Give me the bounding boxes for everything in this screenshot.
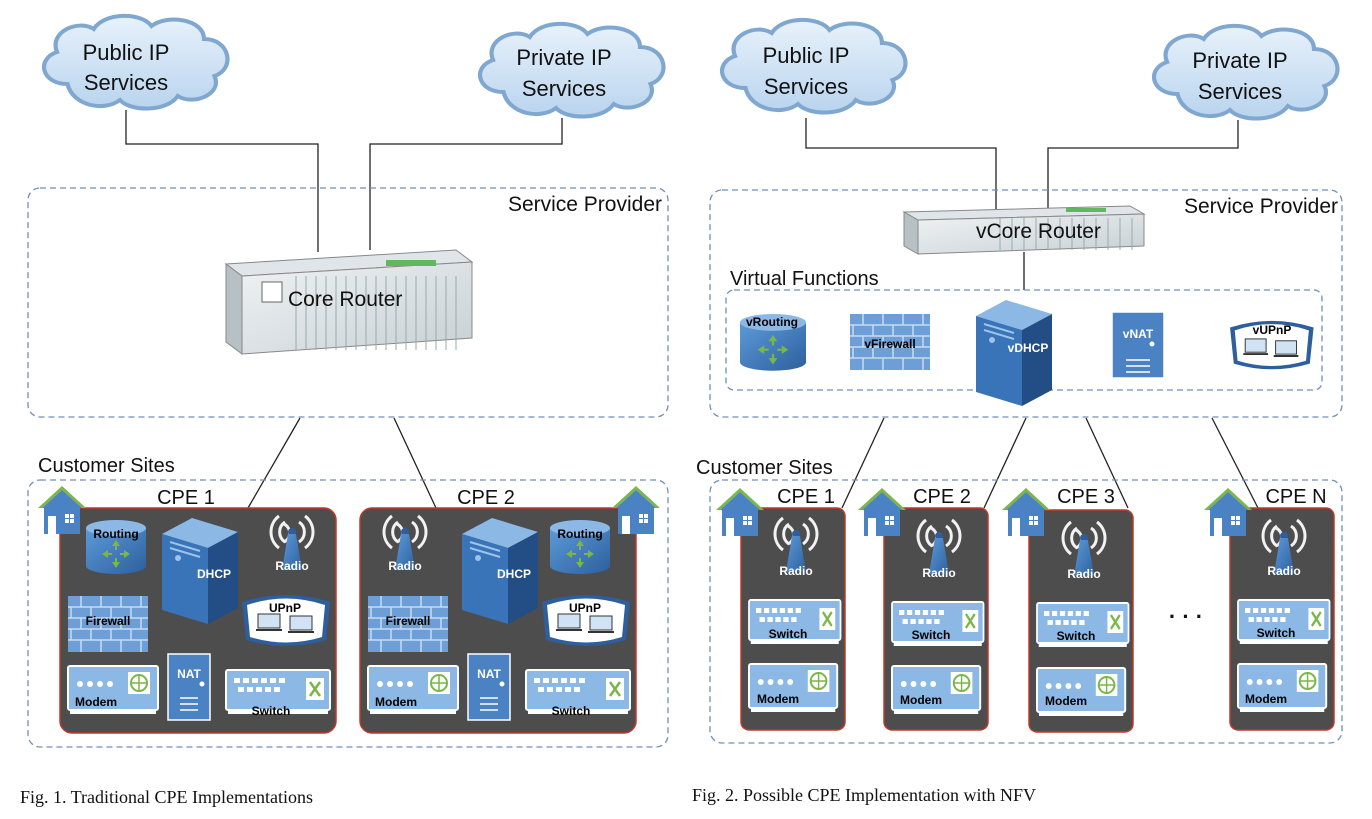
virtual-functions-label: Virtual Functions <box>730 268 879 290</box>
cpe1-uplink-line <box>841 417 885 509</box>
house-icon <box>716 488 764 536</box>
cpe-1-title: CPE 1 <box>777 486 835 508</box>
figure-2: Public IP Services Private IP Services S… <box>692 20 1343 805</box>
private-cloud-line2: Services <box>522 76 606 101</box>
virtual-functions-box <box>725 289 1323 391</box>
cpe2-switch-label: Switch <box>552 704 591 718</box>
nat-icon <box>167 653 211 721</box>
public-cloud-line2: Services <box>84 70 168 95</box>
cpe-3-switch-label: Switch <box>1057 629 1096 643</box>
cpe-3-radio-label: Radio <box>1067 567 1100 581</box>
cpe2-firewall-label: Firewall <box>386 614 431 628</box>
vdhcp-label: vDHCP <box>1008 341 1049 355</box>
cpe1-title: CPE 1 <box>157 487 215 509</box>
modem-icon <box>1036 667 1127 717</box>
cpe1-box: CPE 1 Routing DHCP Radio Firewall UPnP M… <box>38 486 337 734</box>
vcore-router-icon <box>902 205 1146 255</box>
figure-1: Public IP Services Private IP Services S… <box>20 16 669 807</box>
cpe-2-title: CPE 2 <box>913 486 971 508</box>
cpe-n-radio-label: Radio <box>1267 564 1300 578</box>
customer-sites-label: Customer Sites <box>696 457 833 479</box>
vrouting-label: vRouting <box>746 315 798 329</box>
house-icon <box>612 486 660 534</box>
private-cloud-line1: Private IP <box>1192 48 1287 73</box>
cpe2-radio-label: Radio <box>388 559 421 573</box>
cpe2-uplink-line <box>393 417 437 509</box>
cpen-uplink-line <box>1211 417 1259 509</box>
cpe1-dhcp-label: DHCP <box>197 567 231 581</box>
cpe1-nat-label: NAT <box>177 667 201 681</box>
cpe2-box: CPE 2 Radio DHCP Routing Firewall UPnP M… <box>359 486 660 734</box>
public-cloud-line2: Services <box>764 74 848 99</box>
cpe-1-modem-label: Modem <box>757 692 799 706</box>
private-cloud-line2: Services <box>1198 79 1282 104</box>
cpe-1-radio-label: Radio <box>779 564 812 578</box>
cpe1-uplink-line <box>247 417 301 509</box>
vfirewall-label: vFirewall <box>864 337 915 351</box>
cpe-2-modem-label: Modem <box>900 693 942 707</box>
cpe1-firewall-label: Firewall <box>86 614 131 628</box>
nat-icon <box>467 653 511 721</box>
cpe2-uplink-line <box>983 417 1027 509</box>
cpe-n-modem-label: Modem <box>1245 692 1287 706</box>
nat-icon <box>1111 311 1165 379</box>
service-provider-label: Service Provider <box>1184 195 1338 218</box>
cpe1-modem-label: Modem <box>75 695 117 709</box>
vcore-router-label: vCore Router <box>976 220 1101 243</box>
public-cloud-line1: Public IP <box>763 43 850 68</box>
cpe1-routing-label: Routing <box>93 527 138 541</box>
cloud-icon <box>480 24 663 117</box>
cpe2-modem-label: Modem <box>375 695 417 709</box>
cpe1-upnp-label: UPnP <box>269 601 301 615</box>
cpe-n-box: CPE N Radio Switch Modem <box>1204 486 1335 731</box>
cpe-1-box: CPE 1 Radio Switch Modem <box>716 486 846 731</box>
vnat-label: vNAT <box>1123 327 1154 341</box>
cpe2-routing-label: Routing <box>557 527 602 541</box>
cpe-3-modem-label: Modem <box>1045 694 1087 708</box>
house-icon <box>38 486 86 534</box>
private-link-line <box>1047 120 1239 208</box>
cpe3-uplink-line <box>1085 417 1129 509</box>
customer-sites-box <box>709 479 1343 744</box>
cpe2-nat-label: NAT <box>477 667 501 681</box>
service-provider-label: Service Provider <box>508 193 662 216</box>
public-link-line <box>805 118 997 210</box>
cpe-2-radio-label: Radio <box>922 566 955 580</box>
cpe-n-switch-label: Switch <box>1257 626 1296 640</box>
cpe-2-box: CPE 2 Radio Switch Modem <box>858 486 989 731</box>
core-router-label: Core Router <box>288 288 402 311</box>
fig1-caption: Fig. 1. Traditional CPE Implementations <box>20 787 313 807</box>
vupnp-label: vUPnP <box>1253 323 1292 337</box>
cpe2-dhcp-label: DHCP <box>497 567 531 581</box>
customer-sites-label: Customer Sites <box>38 455 175 477</box>
private-link-line <box>369 118 563 250</box>
house-icon <box>858 488 906 536</box>
cpe-3-box: CPE 3 Radio Switch Modem <box>1002 486 1134 733</box>
service-provider-box <box>27 187 669 418</box>
cpe2-title: CPE 2 <box>457 487 515 509</box>
cpe1-radio-label: Radio <box>275 559 308 573</box>
cpe-1-switch-label: Switch <box>769 627 808 641</box>
more-cpes-ellipsis: · · · <box>1169 604 1203 629</box>
public-link-line <box>125 110 319 252</box>
fig2-caption: Fig. 2. Possible CPE Implementation with… <box>692 785 1036 805</box>
public-cloud-line1: Public IP <box>83 40 170 65</box>
customer-sites-box <box>27 479 669 748</box>
house-icon <box>1204 488 1252 536</box>
core-router-icon <box>225 249 473 355</box>
cpe2-upnp-label: UPnP <box>569 601 601 615</box>
private-cloud-line1: Private IP <box>516 45 611 70</box>
cpe1-switch-label: Switch <box>252 704 291 718</box>
house-icon <box>1002 488 1050 536</box>
cpe-n-title: CPE N <box>1265 486 1326 508</box>
cpe-3-title: CPE 3 <box>1057 486 1115 508</box>
cpe-2-switch-label: Switch <box>912 628 951 642</box>
service-provider-box <box>709 189 1343 418</box>
